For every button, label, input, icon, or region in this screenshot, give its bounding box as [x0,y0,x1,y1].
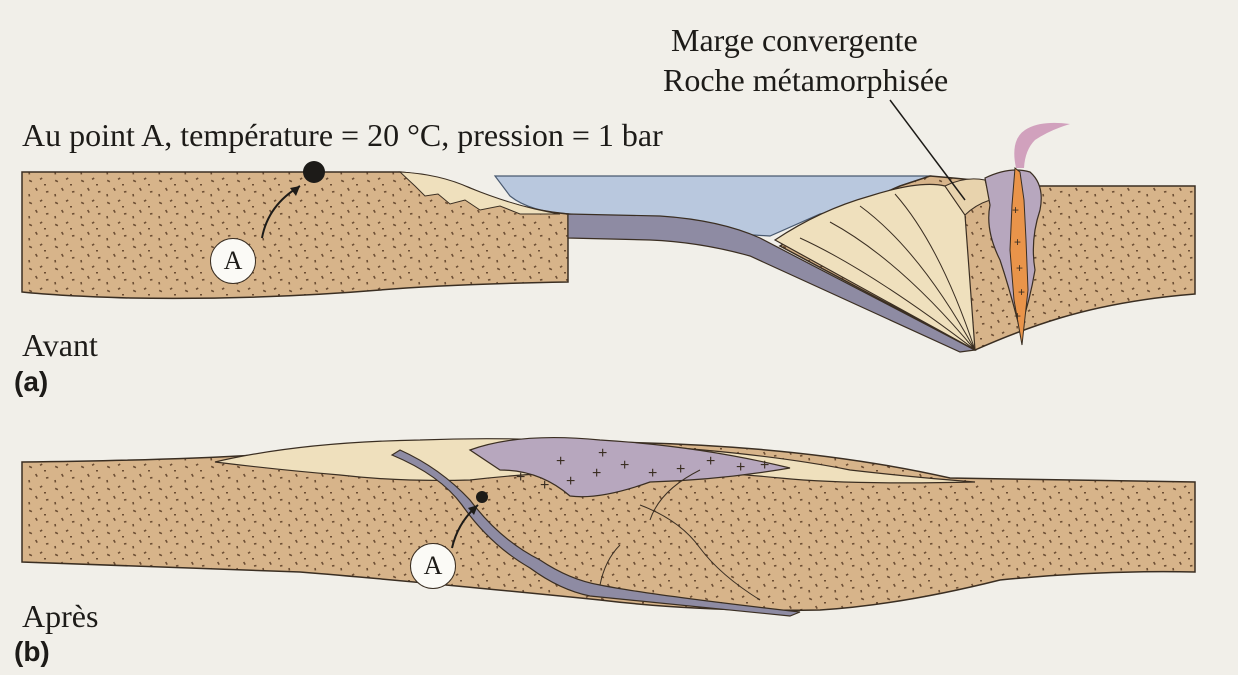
svg-text:+: + [760,457,769,474]
stage-after-label: Après [22,598,98,635]
svg-text:+: + [1016,261,1023,275]
svg-text:+: + [706,453,715,470]
volcanic-plume [1014,123,1070,168]
svg-text:+: + [556,453,565,470]
margin-title: Marge convergente [671,22,918,59]
svg-text:+: + [648,465,657,482]
svg-text:+: + [736,459,745,476]
panel-b-letter: (b) [14,636,50,668]
point-a-marker [303,161,325,183]
svg-text:+: + [1012,203,1019,217]
svg-text:+: + [1014,235,1021,249]
point-a-badge: A [210,238,256,284]
svg-text:+: + [620,457,629,474]
rock-label: Roche métamorphisée [663,62,948,99]
svg-text:+: + [540,477,549,494]
panel-a-letter: (a) [14,366,48,398]
svg-text:+: + [1018,285,1025,299]
svg-text:+: + [566,473,575,490]
svg-text:+: + [516,469,525,486]
svg-text:+: + [1014,309,1021,323]
svg-text:+: + [592,465,601,482]
stage-before-label: Avant [22,327,98,364]
svg-text:+: + [676,461,685,478]
svg-text:+: + [598,445,607,462]
panel-b-section: +++ +++ +++ +++ [22,438,1195,616]
point-a-badge-after: A [410,543,456,589]
point-a-marker-after [476,491,488,503]
conditions-label: Au point A, température = 20 °C, pressio… [22,117,663,154]
